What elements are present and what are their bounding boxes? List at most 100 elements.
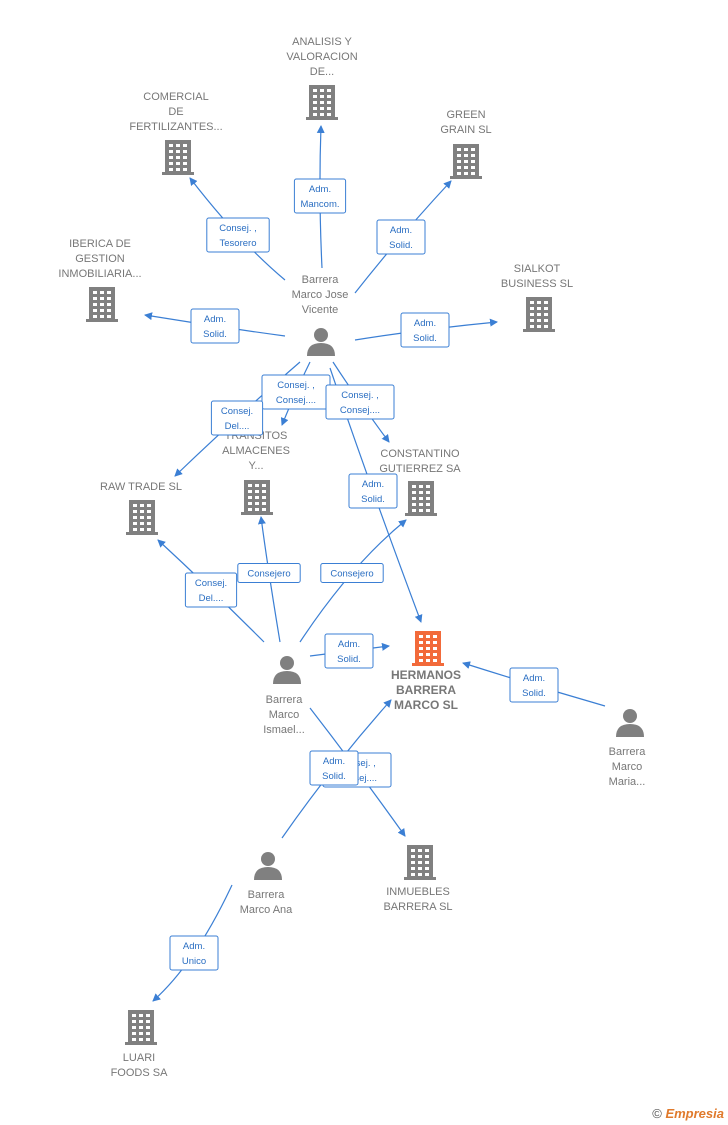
node-label: FOODS SA [111,1067,169,1079]
node-label: BARRERA [396,683,456,697]
edge-label-text: Adm. [323,756,345,767]
edge-label-vicente-to-comercial[interactable]: Consej. , Tesorero [206,217,270,253]
copyright-symbol: © [652,1106,662,1121]
node-ismael[interactable]: BarreraMarcoIsmael... [263,656,305,736]
edge-label-ismael-to-constantino[interactable]: Consejero [320,563,384,583]
node-label: BARRERA SL [383,901,452,913]
edge-label-vicente-to-rawtrade[interactable]: Consej. Del.... [210,400,264,436]
edge-label-vicente-to-green[interactable]: Adm.Solid. [376,219,426,255]
node-label: GREEN [446,109,485,121]
edge-label-ana-to-luari[interactable]: Adm.Unico [169,935,219,971]
nodes-layer: ANALISIS YVALORACIONDE...COMERCIALDEFERT… [58,36,646,1079]
edge-label-vicente-to-constantino[interactable]: Consej. ,Consej.... [325,384,395,420]
node-label: SIALKOT [514,263,561,275]
edge-label-text: Consejero [330,569,373,580]
edge-label-text: Adm. [309,184,331,195]
edge-label-ana-to-hermanos[interactable]: Adm. Solid. [309,750,359,786]
node-label: FERTILIZANTES... [129,121,222,133]
edge-label-text: Solid. [322,771,346,782]
node-label: GRAIN SL [440,124,491,136]
edge-label-vicente-to-sialkot[interactable]: Adm. Solid. [400,312,450,348]
node-maria[interactable]: BarreraMarcoMaria... [609,709,647,788]
person-icon [273,656,301,684]
node-label: Barrera [609,746,647,758]
edge-label-text: Consej.... [276,395,316,406]
node-label: VALORACION [286,51,357,63]
person-icon [307,328,335,356]
node-label: Marco [269,709,300,721]
edge-label-text: Adm. [523,673,545,684]
node-green[interactable]: GREEN GRAIN SL [440,109,492,179]
building-icon [162,140,194,175]
building-icon [306,85,338,120]
node-label: Maria... [609,776,646,788]
edge-label-maria-to-hermanos[interactable]: Adm. Solid. [509,667,559,703]
edge-label-text: Adm. [183,941,205,952]
building-icon [125,1010,157,1045]
node-label: CONSTANTINO [380,448,460,460]
edge-label-ismael-to-rawtrade[interactable]: Consej.Del.... [184,572,238,608]
node-label: DE... [310,66,334,78]
building-icon [241,480,273,515]
edge-label-ismael-to-hermanos[interactable]: Adm. Solid. [324,633,374,669]
node-label: Barrera [266,694,304,706]
node-label: DE [168,106,183,118]
node-label: MARCO SL [394,698,458,712]
edge-label-text: Consej. [221,406,253,417]
node-iberica[interactable]: IBERICA DEGESTIONINMOBILIARIA... [58,238,142,322]
edge-label-text: Adm. [390,225,412,236]
node-label: RAW TRADE SL [100,481,182,493]
edge-label-text: Consej. , [277,380,315,391]
building-icon [405,481,437,516]
node-transitos[interactable]: TRANSITOSALMACENESY... [222,430,290,515]
edge-label-text: Consej. , [219,223,257,234]
edge-label-vicente-to-hermanos[interactable]: Adm.Solid. [348,473,398,509]
building-icon [450,144,482,179]
node-label: IBERICA DE [69,238,131,250]
building-icon [86,287,118,322]
edge-label-text: Solid. [337,654,361,665]
node-label: Marco [612,761,643,773]
building-icon [412,631,444,666]
node-label: Barrera [248,889,286,901]
building-icon [404,845,436,880]
edge-label-text: Solid. [522,688,546,699]
edge-label-vicente-to-transitos[interactable]: Consej. , Consej.... [261,374,331,410]
edge-label-text: Mancom. [300,199,339,210]
node-comercial[interactable]: COMERCIALDEFERTILIZANTES... [129,91,223,175]
edge-label-text: Solid. [413,333,437,344]
edge-label-ismael-to-transitos[interactable]: Consejero [237,563,301,583]
edge-label-text: Adm. [338,639,360,650]
edge-label-text: Consejero [247,569,290,580]
edge-labels-layer: Adm.Mancom.Consej. ,TesoreroAdm.Solid.Ad… [169,178,559,971]
person-icon [616,709,644,737]
edge-label-text: Tesorero [220,238,257,249]
node-analisis[interactable]: ANALISIS Y VALORACION DE... [286,36,358,120]
node-label: Marco Jose [292,289,349,301]
node-label: Vicente [302,304,339,316]
edge-label-vicente-to-analisis[interactable]: Adm. Mancom. [293,178,347,214]
node-label: HERMANOS [391,668,461,682]
node-label: ANALISIS Y [292,36,352,48]
edge-label-text: Adm. [204,314,226,325]
edge-label-text: Adm. [362,479,384,490]
node-rawtrade[interactable]: RAW TRADE SL [100,481,182,535]
edge-label-text: Adm. [414,318,436,329]
person-icon [254,852,282,880]
edge-label-text: Del.... [199,593,224,604]
node-label: Marco Ana [240,904,293,916]
building-icon [126,500,158,535]
node-label: Ismael... [263,724,305,736]
edge-label-text: Solid. [203,329,227,340]
edge-label-text: Del.... [225,421,250,432]
empresia-logo: Empresia [665,1106,724,1121]
edge-label-vicente-to-iberica[interactable]: Adm. Solid. [190,308,240,344]
